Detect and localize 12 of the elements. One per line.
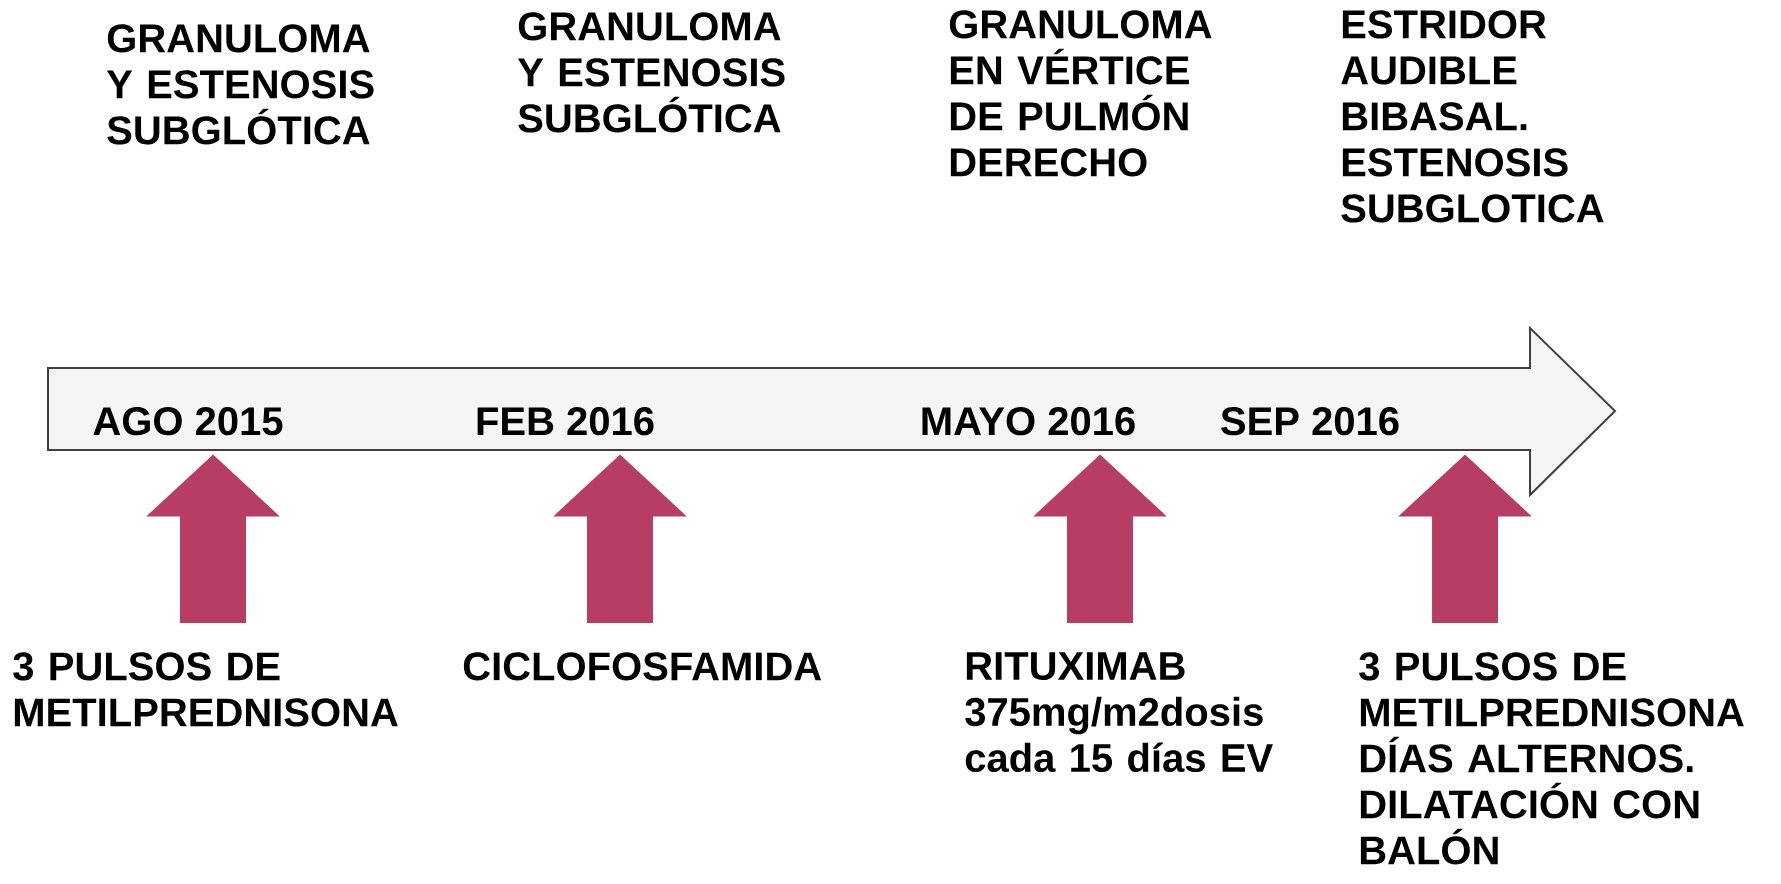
treatment-text: 3 PULSOS DE METILPREDNISONA — [13, 652, 398, 727]
treatment-text: CICLOFOSFAMIDA — [463, 652, 822, 681]
treatment-text: 3 PULSOS DE METILPREDNISONA DÍAS ALTERNOS. DILATACIÓN CON BALÓN — [1359, 652, 1744, 865]
treatment-text: RITUXIMAB 375mg/m2dosis cada 15 días EV — [965, 652, 1273, 773]
finding-text: GRANULOMA EN VÉRTICE DE PULMÓN DERECHO — [949, 10, 1212, 177]
date-label: AGO 2015 — [93, 407, 283, 436]
finding-text: ESTRIDOR AUDIBLE BIBASAL. ESTENOSIS SUBGLOTICA — [1341, 10, 1604, 223]
date-label: SEP 2016 — [1221, 407, 1399, 436]
finding-text: GRANULOMA Y ESTENOSIS SUBGLÓTICA — [517, 12, 785, 133]
date-label: FEB 2016 — [477, 407, 654, 436]
date-label: MAYO 2016 — [922, 407, 1135, 436]
finding-text: GRANULOMA Y ESTENOSIS SUBGLÓTICA — [106, 24, 374, 145]
